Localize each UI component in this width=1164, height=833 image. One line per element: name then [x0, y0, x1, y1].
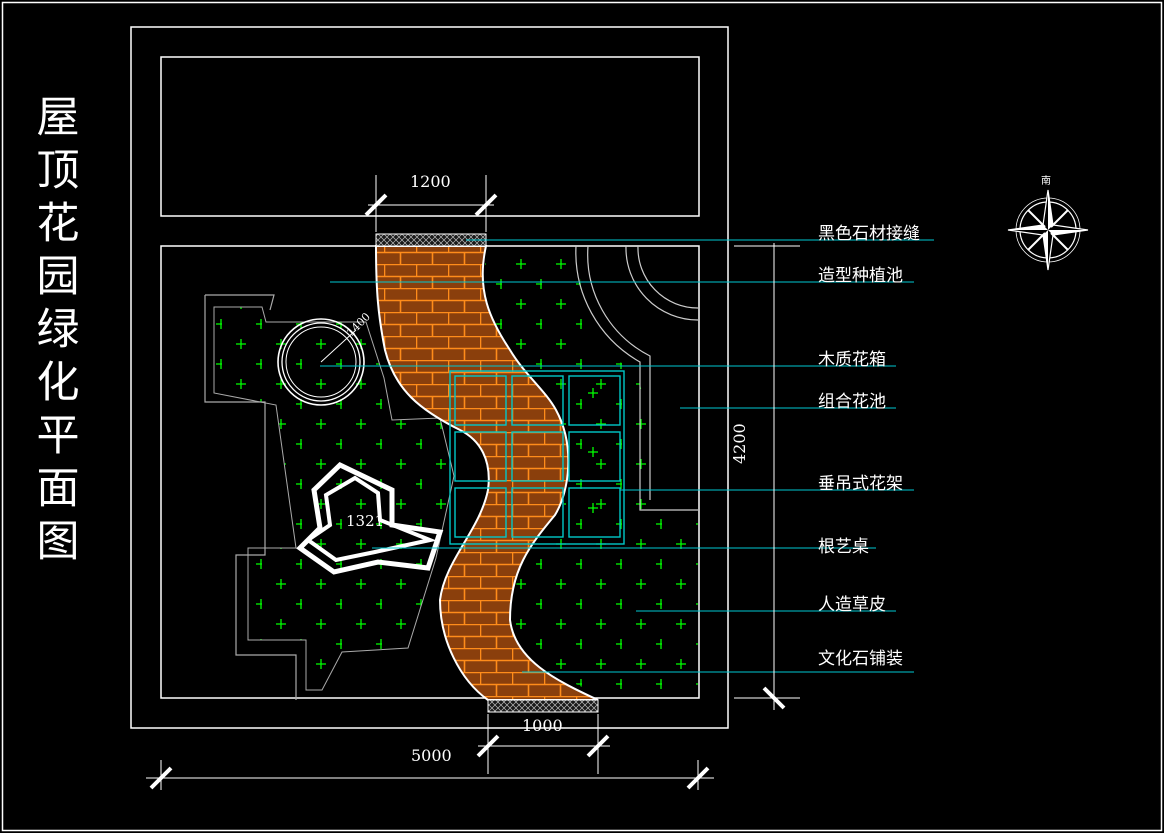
leader-lines: [320, 239, 934, 673]
dim-root-table: 1321: [346, 512, 385, 530]
dim-overall-width: 5000: [411, 746, 452, 765]
label-wooden-planter: 木质花箱: [818, 350, 886, 370]
compass-south-label: 南: [1041, 176, 1051, 187]
dim-path-top-width: 1200: [410, 172, 451, 191]
title-char: 花: [36, 199, 80, 249]
label-combined-planter: 组合花池: [818, 392, 886, 412]
title-char: 面: [36, 464, 80, 514]
title-char: 顶: [36, 146, 80, 196]
label-root-table: 根艺桌: [818, 537, 869, 557]
label-black-stone-joint: 黑色石材接缝: [818, 224, 920, 244]
hanging-flower-rack: [449, 370, 625, 545]
label-planting-pool: 造型种植池: [818, 266, 903, 286]
drawing-title: 屋 顶 花 园 绿 化 平 面 图: [30, 92, 86, 569]
dim-path-bottom-width: 1000: [522, 716, 563, 735]
label-hanging-rack: 垂吊式花架: [818, 474, 903, 494]
tree-pool: [277, 318, 365, 406]
title-char: 图: [36, 517, 80, 567]
right-grass-area: [482, 250, 698, 698]
compass-rose: [1007, 189, 1089, 271]
label-cultured-stone: 文化石铺装: [818, 649, 903, 669]
title-char: 化: [36, 358, 80, 408]
title-char: 平: [36, 411, 80, 461]
root-art-table: [296, 461, 444, 575]
label-artificial-turf: 人造草皮: [818, 595, 886, 615]
title-char: 屋: [36, 93, 80, 143]
building-block: [160, 56, 700, 217]
outer-wall: [130, 26, 729, 729]
title-char: 绿: [36, 305, 80, 355]
title-char: 园: [36, 252, 80, 302]
curved-entry-arcs: [575, 246, 699, 511]
dim-overall-height: 4200: [730, 423, 749, 464]
left-grass-area: [213, 306, 455, 691]
black-stone-joint-bottom: [487, 699, 599, 713]
